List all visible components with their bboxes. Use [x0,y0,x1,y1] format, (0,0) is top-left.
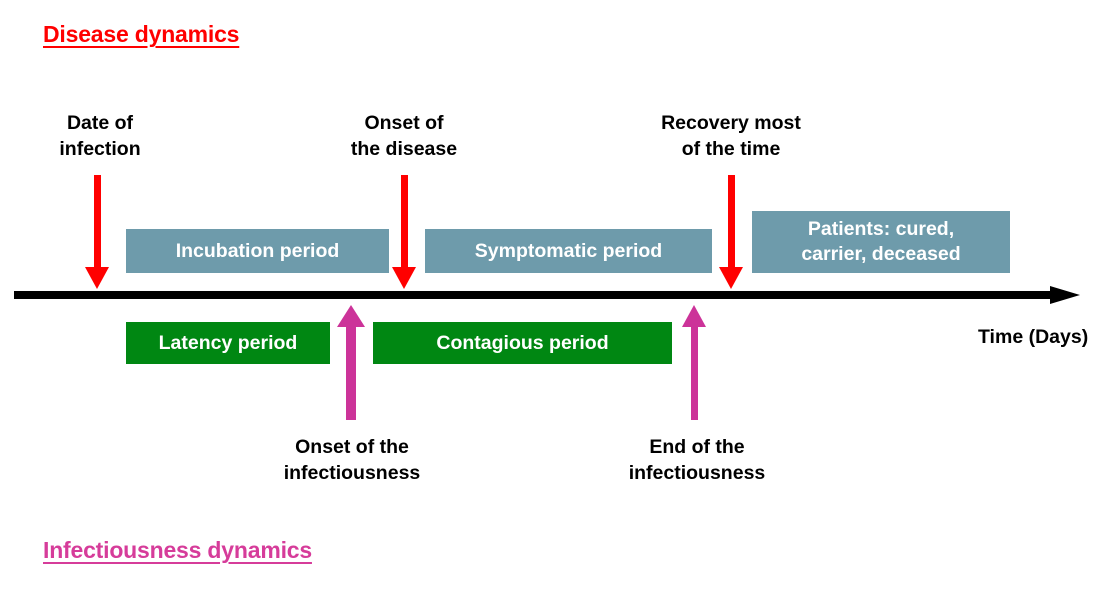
period-box-patients-outcome: Patients: cured, carrier, deceased [752,211,1010,273]
period-box-latency-period: Latency period [126,322,330,364]
infectiousness-dynamics-title: Infectiousness dynamics [43,537,312,563]
label-onset-of-the-disease: Onset of the disease [350,112,458,160]
arrow-up-end-of-the-infectiousness [682,305,706,420]
arrow-up-onset-of-the-infectiousness [337,305,365,420]
disease-dynamics-title: Disease dynamics [43,21,240,47]
timeline-axis-arrowhead [1050,286,1080,304]
arrow-down-onset-of-the-disease [392,175,416,290]
arrow-down-recovery-most-of-the-time [719,175,743,290]
period-box-incubation-period: Incubation period [126,229,389,273]
label-end-of-the-infectiousness: End of the infectiousness [628,436,766,484]
timeline-axis-shaft [14,290,1054,299]
timeline-axis [14,286,1096,304]
label-onset-of-the-infectiousness: Onset of the infectiousness [283,436,421,484]
period-box-symptomatic-period: Symptomatic period [425,229,712,273]
arrow-down-date-of-infection [85,175,109,290]
label-date-of-infection: Date of infection [59,112,141,160]
label-recovery-most-of-the-time: Recovery most of the time [661,112,801,160]
period-box-contagious-period: Contagious period [373,322,672,364]
time-axis-label: Time (Days) [978,326,1089,348]
